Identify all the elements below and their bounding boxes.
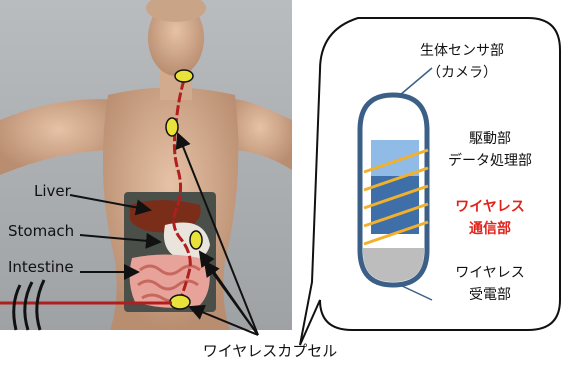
- intestine-label: Intestine: [8, 258, 74, 276]
- capsule-mouth: [175, 70, 193, 82]
- sensor-sublabel: （カメラ）: [392, 62, 532, 82]
- drive-label: 駆動部: [430, 128, 550, 148]
- wireless-comm-label: ワイヤレス: [430, 196, 550, 216]
- stomach-label: Stomach: [8, 222, 74, 240]
- capsule-stomach: [190, 231, 202, 249]
- data-processing-label: データ処理部: [430, 150, 550, 170]
- wireless-comm-sublabel: 通信部: [430, 218, 550, 238]
- capsule-esophagus: [166, 118, 178, 136]
- wireless-power-label: ワイヤレス: [430, 262, 550, 282]
- figure-caption: ワイヤレスカプセル: [150, 340, 390, 361]
- liver-label: Liver: [34, 182, 71, 200]
- wireless-power-sublabel: 受電部: [430, 284, 550, 304]
- capsule-cross-section: [360, 68, 432, 300]
- capsule-intestine: [170, 295, 190, 309]
- sensor-label: 生体センサ部: [392, 40, 532, 60]
- organ-window: [124, 192, 216, 312]
- drive-processing-section: [371, 140, 419, 176]
